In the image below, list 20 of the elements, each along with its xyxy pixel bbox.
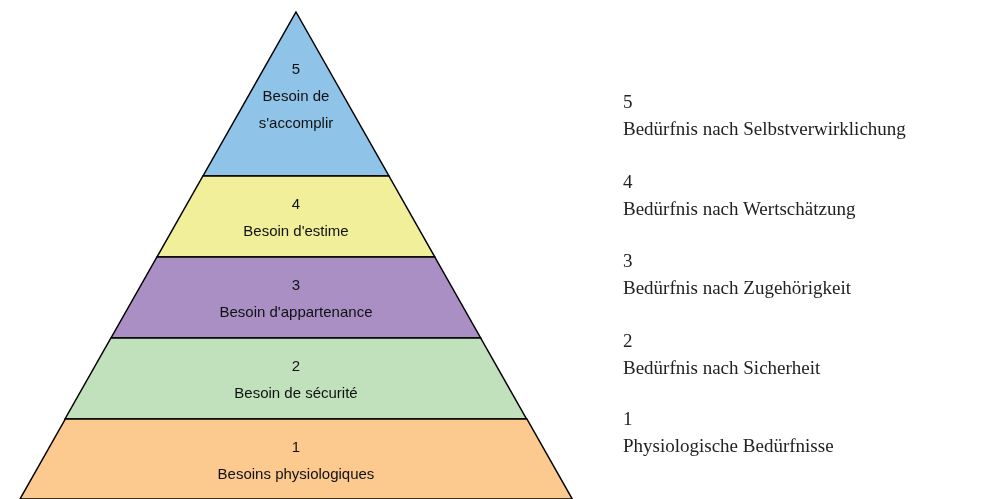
tier-number: 3 bbox=[290, 275, 302, 295]
tier-number: 4 bbox=[290, 194, 302, 214]
level-number: 2 bbox=[623, 330, 633, 352]
level-translation: Bedürfnis nach Sicherheit bbox=[623, 357, 821, 379]
level-number: 4 bbox=[623, 171, 633, 193]
tier-label: Besoins physiologiques bbox=[216, 464, 376, 484]
tier-number: 2 bbox=[290, 356, 302, 376]
tier-number: 1 bbox=[290, 437, 302, 457]
tier-number: 5 bbox=[291, 59, 301, 79]
level-number: 3 bbox=[623, 250, 633, 272]
level-translation: Physiologische Bedürfnisse bbox=[623, 435, 834, 457]
tier-label: Besoin de sécurité bbox=[233, 383, 359, 403]
level-number: 1 bbox=[623, 408, 633, 430]
level-translation: Bedürfnis nach Selbstverwirklichung bbox=[623, 118, 906, 140]
tier-label: Besoin d'estime bbox=[242, 221, 350, 241]
level-number: 5 bbox=[623, 91, 633, 113]
tier-label: Besoin de s'accomplir bbox=[258, 86, 334, 133]
level-translation: Bedürfnis nach Wertschätzung bbox=[623, 198, 856, 220]
tier-label: Besoin d'appartenance bbox=[218, 302, 374, 322]
level-translation: Bedürfnis nach Zugehörigkeit bbox=[623, 277, 851, 299]
